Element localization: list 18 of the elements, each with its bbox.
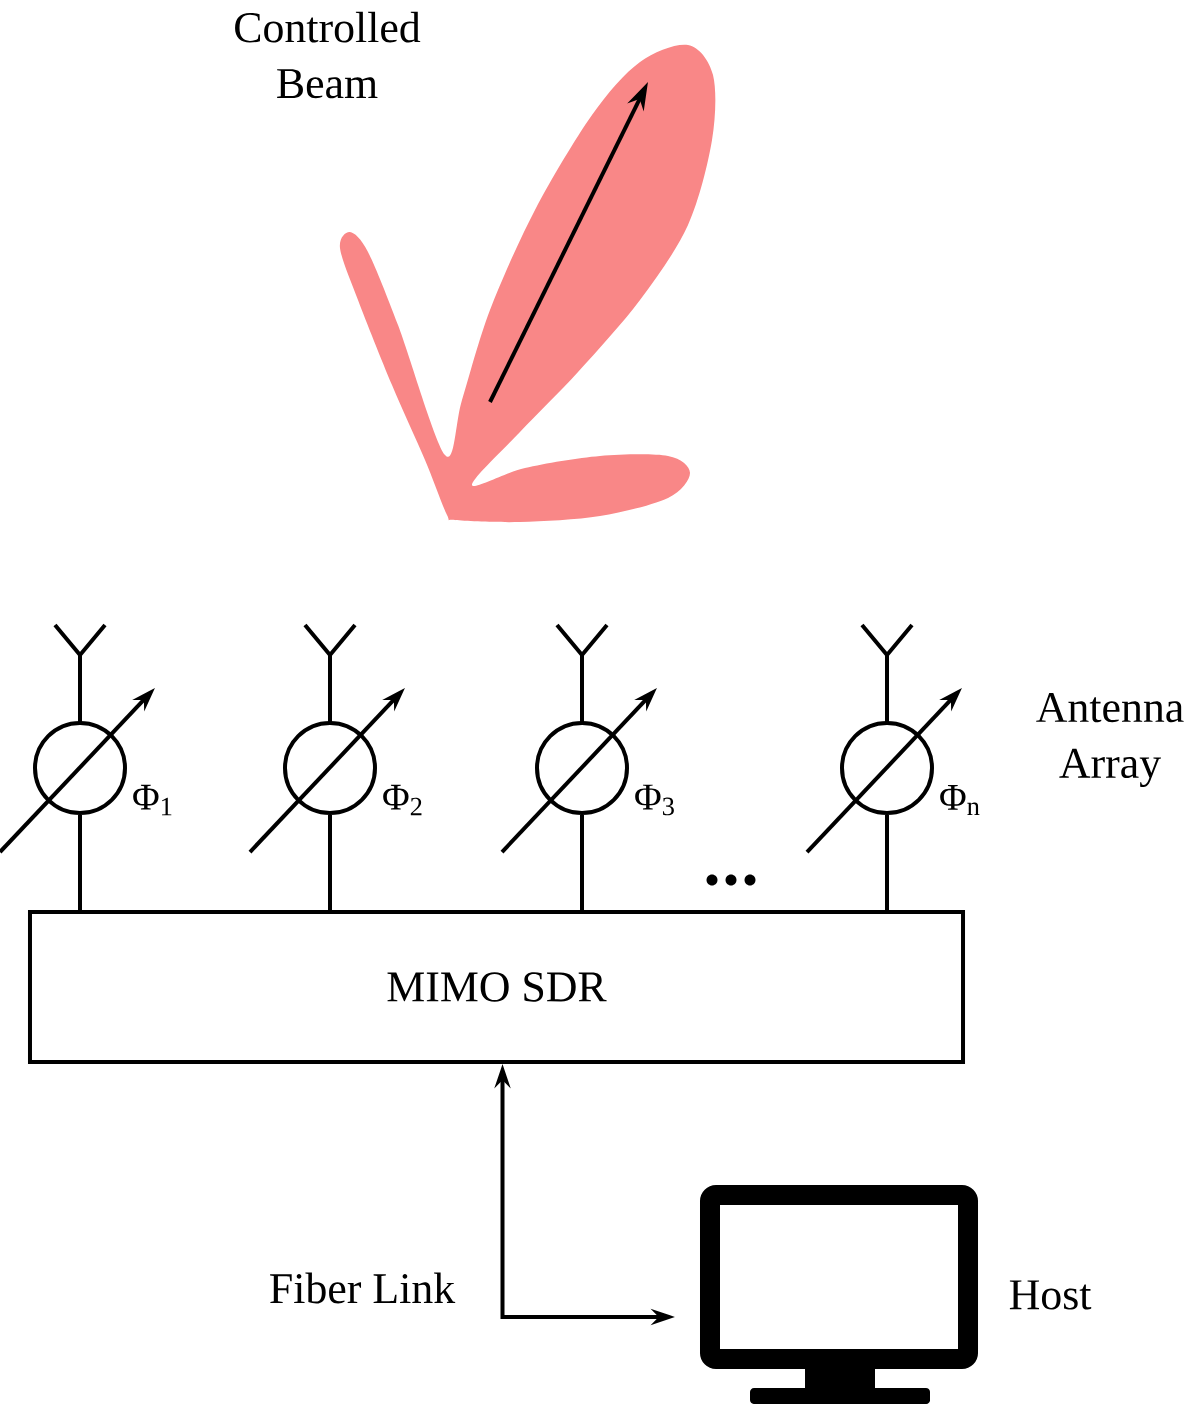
monitor-icon — [700, 1185, 978, 1404]
phase-label: Φ$_{2}$ — [383, 784, 422, 816]
edge-label: Fiber Link — [270, 1272, 456, 1304]
phase-shifter-circle — [283, 721, 377, 815]
connector-line — [78, 815, 82, 910]
phase-label: Φ$_{n}$ — [940, 785, 980, 815]
connector-line — [885, 815, 889, 910]
phase-label: Φ$_{3}$ — [635, 784, 674, 816]
host-label: Host — [1009, 1280, 1092, 1310]
phase-shifter-circle — [535, 721, 629, 815]
phase-shifter-circle — [33, 721, 127, 815]
label: Antenna Array — [1036, 692, 1184, 788]
connector-line — [580, 815, 584, 910]
process-box: MIMO SDR — [28, 910, 965, 1064]
label: Controlled Beam — [235, 11, 421, 99]
connector-line — [328, 815, 332, 910]
phase-shifter-circle — [840, 721, 934, 815]
phase-label: Φ$_{1}$ — [133, 784, 172, 816]
